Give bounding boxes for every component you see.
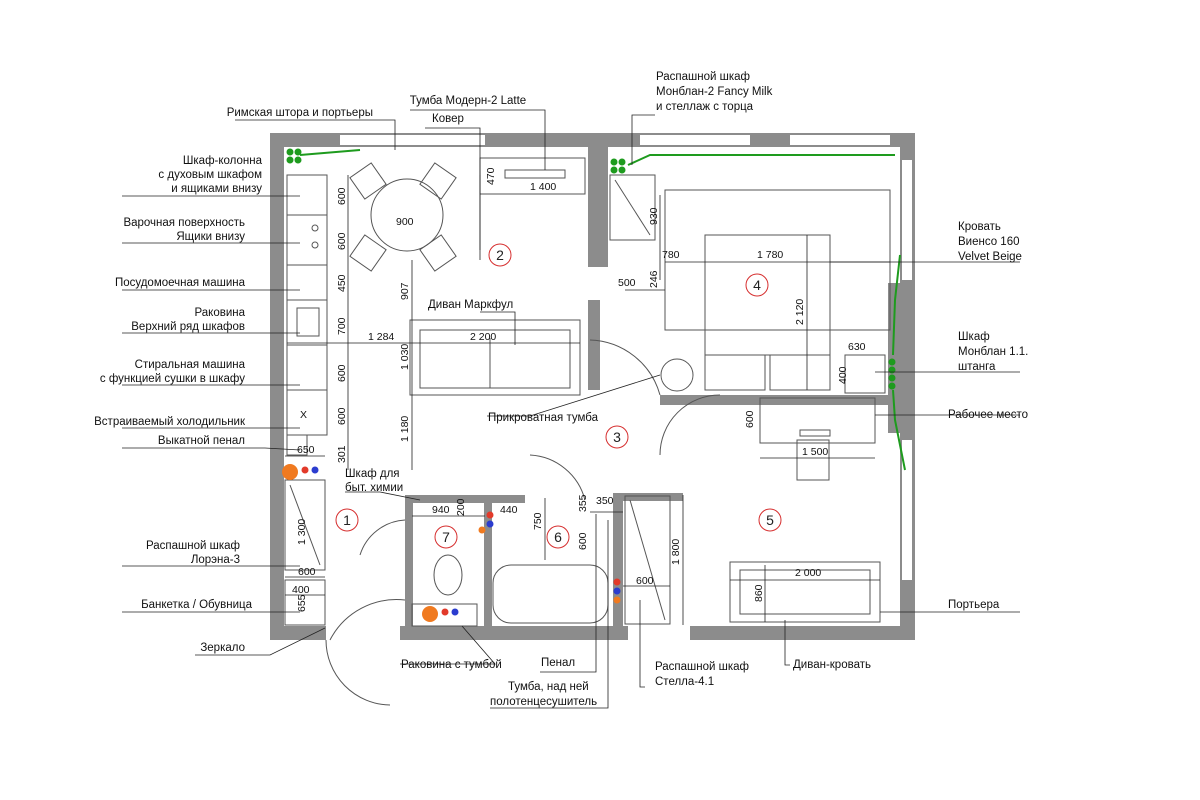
label-chem-1: Шкаф для [345, 468, 400, 480]
room-number-2: 2 [496, 247, 504, 263]
label-wardrobe-top-3: и стеллаж с торца [656, 101, 754, 113]
label-wardrobe-top-1: Распашной шкаф [656, 71, 750, 83]
label-sofa-bed: Диван-кровать [793, 659, 871, 671]
label-column-1: Шкаф-колонна [183, 155, 263, 167]
label-closet-2: Монблан 1.1. [958, 346, 1028, 358]
room-number-3: 3 [613, 429, 621, 445]
dim-sofa-bed-depth: 860 [753, 584, 765, 602]
dim-630: 630 [848, 341, 866, 353]
dim-200: 200 [455, 498, 467, 516]
label-fridge: Встраиваемый холодильник [94, 416, 246, 428]
label-wardrobe-lorena-2: Лорэна-3 [191, 554, 240, 566]
label-hob-2: Ящики внизу [176, 231, 245, 243]
label-wardrobe-top-2: Монблан-2 Fancy Milk [656, 86, 773, 98]
walls [270, 133, 915, 640]
label-sofa-markful: Диван Маркфул [428, 299, 513, 311]
dim-350: 350 [596, 495, 614, 507]
label-hob-1: Варочная поверхность [123, 217, 245, 229]
dim-tv-width: 1 400 [530, 181, 556, 193]
room-number-5: 5 [766, 512, 774, 528]
label-bedside: Прикроватная тумба [488, 412, 599, 424]
label-dishwasher: Посудомоечная машина [115, 277, 246, 289]
dim-930: 930 [648, 207, 660, 225]
label-closet-1: Шкаф [958, 331, 990, 343]
label-mirror: Зеркало [200, 642, 245, 654]
dim-1800: 1 800 [670, 539, 682, 565]
dim-sofa-width: 2 200 [470, 331, 496, 343]
room-markers [335, 243, 782, 549]
dim-k600a: 600 [336, 187, 348, 205]
dim-750: 750 [532, 512, 544, 530]
label-washer-1: Стиральная машина [135, 359, 246, 371]
dim-500: 500 [618, 277, 636, 289]
dim-k450: 450 [336, 274, 348, 292]
dim-bed-width: 1 780 [757, 249, 783, 261]
room-number-4: 4 [753, 277, 761, 293]
label-sink-1: Раковина [194, 307, 245, 319]
label-stand-1: Тумба, над ней [508, 681, 589, 693]
dim-b400: 400 [292, 584, 310, 596]
label-stella-1: Распашной шкаф [655, 661, 749, 673]
label-pull-out: Выкатной пенал [158, 435, 245, 447]
svg-text:X: X [300, 409, 307, 421]
label-chem-2: быт. химии [345, 482, 403, 494]
label-sink-cabinet: Раковина с тумбой [401, 659, 502, 671]
dim-sofa-bed-width: 2 000 [795, 567, 821, 579]
dim-1284: 1 284 [368, 331, 394, 343]
dim-650: 650 [297, 444, 315, 456]
dim-table: 900 [396, 216, 414, 228]
label-wardrobe-lorena-1: Распашной шкаф [146, 540, 240, 552]
plumbing-points [282, 464, 621, 622]
label-carpet: Ковер [432, 113, 464, 125]
label-column-3: и ящиками внизу [171, 183, 262, 195]
dim-246: 246 [648, 270, 660, 288]
dim-400: 400 [837, 366, 849, 384]
label-bed-1: Кровать [958, 221, 1001, 233]
dim-1030: 1 030 [399, 344, 411, 370]
dim-600c: 600 [636, 575, 654, 587]
dim-tv-height: 470 [485, 167, 497, 185]
dim-600b: 600 [577, 532, 589, 550]
dim-k700: 700 [336, 317, 348, 335]
label-penal: Пенал [541, 657, 575, 669]
label-tv-stand: Тумба Модерн-2 Latte [410, 95, 526, 107]
label-workplace: Рабочее место [948, 409, 1028, 421]
label-stand-2: полотенцесушитель [490, 696, 597, 708]
dim-940: 940 [432, 504, 450, 516]
dim-355: 355 [577, 494, 589, 512]
dim-440: 440 [500, 504, 518, 516]
label-bench: Банкетка / Обувница [141, 599, 252, 611]
room-number-1: 1 [343, 512, 351, 528]
dim-600: 600 [298, 566, 316, 578]
dim-desk-depth: 600 [744, 410, 756, 428]
electric-lines [299, 149, 906, 471]
label-roman-blind: Римская штора и портьеры [227, 107, 373, 119]
label-bed-2: Виенсо 160 [958, 236, 1020, 248]
dim-b655: 655 [296, 594, 308, 612]
dim-k600b: 600 [336, 232, 348, 250]
dim-780: 780 [662, 249, 680, 261]
label-closet-3: штанга [958, 361, 996, 373]
label-washer-2: с функцией сушки в шкафу [100, 373, 245, 385]
dim-bed-length: 2 120 [794, 299, 806, 325]
leader-lines [122, 109, 1020, 709]
label-column-2: с духовым шкафом [158, 169, 262, 181]
room-number-6: 6 [554, 529, 562, 545]
dim-desk-width: 1 500 [802, 446, 828, 458]
dim-907: 907 [399, 282, 411, 300]
dim-1180: 1 180 [399, 416, 411, 442]
dim-1300: 1 300 [296, 519, 308, 545]
label-bed-3: Velvet Beige [958, 251, 1022, 263]
dim-k600c: 600 [336, 364, 348, 382]
label-stella-2: Стелла-4.1 [655, 676, 714, 688]
dim-k600d: 600 [336, 407, 348, 425]
furniture: X [284, 157, 891, 706]
dim-k301: 301 [336, 445, 348, 463]
label-sink-2: Верхний ряд шкафов [131, 321, 245, 333]
label-curtain: Портьера [948, 599, 1000, 611]
room-number-7: 7 [442, 529, 450, 545]
